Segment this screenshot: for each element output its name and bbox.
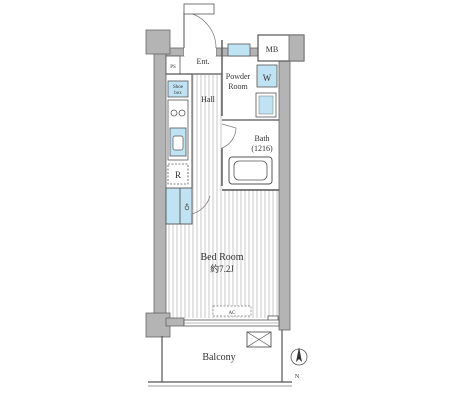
bedroom-label-2: 約7.2J — [210, 263, 234, 274]
powder-room-label-1: Powder — [226, 72, 251, 81]
bedroom-door — [191, 188, 211, 215]
balcony-label: Balcony — [202, 352, 235, 363]
bottom-wall — [165, 317, 185, 327]
vanity-sink — [227, 43, 251, 57]
air-conditioner-label: AC — [229, 311, 237, 316]
powder-room-label-2: Room — [228, 82, 248, 91]
pipe-space-label: PS — [170, 65, 176, 70]
air-conditioner — [212, 305, 252, 317]
bath-label-1: Bath — [254, 134, 269, 143]
corner-pillar-tl — [145, 29, 171, 55]
north-compass-icon — [290, 347, 308, 366]
closet-hanger-icon: ♁ — [184, 203, 190, 212]
hall-floor — [192, 75, 222, 190]
right-wall — [278, 59, 291, 331]
entrance-door — [183, 3, 215, 15]
washer — [256, 64, 278, 88]
stove-burner-right — [178, 109, 186, 117]
bath-door — [221, 123, 237, 149]
bath-label-2: (1216) — [251, 144, 273, 153]
stove-burner-left — [170, 109, 178, 117]
closet — [165, 187, 193, 225]
refrigerator-label: R — [175, 170, 181, 180]
meter-box-label: MB — [266, 45, 278, 54]
bedroom-label-1: Bed Room — [200, 252, 243, 263]
refrigerator — [167, 163, 189, 185]
shoe-box-label-1: Shoe — [173, 85, 184, 90]
shoe-box-label-2: box — [174, 91, 182, 96]
shoe-box — [167, 80, 189, 98]
entrance-opening — [184, 48, 216, 56]
left-wall — [153, 47, 167, 331]
entrance-label: Ent. — [196, 57, 209, 66]
hall-label: Hall — [201, 95, 216, 104]
washer-label: W — [263, 73, 272, 83]
north-label: N — [295, 374, 300, 380]
